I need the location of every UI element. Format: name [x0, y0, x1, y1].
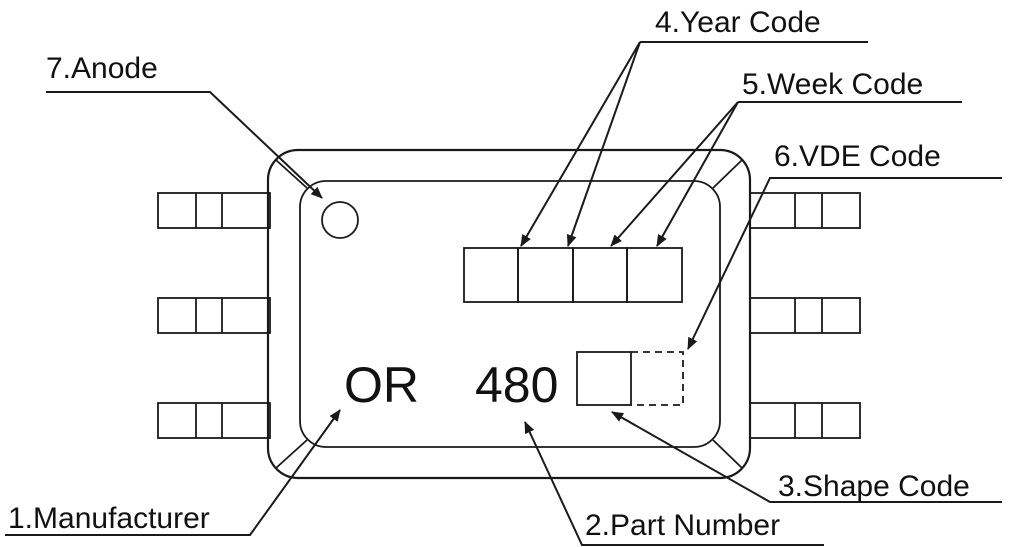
vde-code-box [631, 351, 684, 406]
lead [157, 192, 271, 229]
part-number-marking: 480 [475, 357, 558, 413]
manufacturer-label: 1.Manufacturer [8, 502, 210, 535]
manufacturer-marking: OR [344, 357, 419, 413]
anode-label: 7.Anode [46, 52, 158, 85]
part-number-leader [524, 421, 824, 546]
manufacturer-leader [5, 409, 341, 536]
week-code-arrow-2 [656, 101, 739, 247]
shape-code-box [576, 351, 632, 406]
week-code-box-1 [572, 247, 628, 303]
vde-code-leader [687, 177, 1002, 350]
anode-dot [321, 201, 359, 239]
lead [749, 297, 861, 334]
left-leads [157, 192, 271, 439]
year-code-box-2 [517, 247, 574, 303]
year-code-arrow-2 [566, 41, 641, 247]
package-body [266, 148, 752, 480]
shape-code-leader [611, 411, 1002, 503]
package-outline [266, 148, 752, 480]
year-code-arrow-1 [520, 41, 641, 247]
lead [749, 192, 861, 229]
week-code-arrow-1 [610, 101, 739, 247]
right-leads [749, 192, 861, 439]
week-code-label: 5.Week Code [742, 68, 923, 101]
lead [749, 402, 861, 439]
lead [157, 402, 271, 439]
shape-code-label: 3.Shape Code [778, 470, 970, 503]
lead [157, 297, 271, 334]
date-code-boxes [463, 247, 683, 303]
vde-code-label: 6.VDE Code [774, 140, 941, 173]
year-code-box-1 [463, 247, 519, 303]
year-code-label: 4.Year Code [655, 6, 821, 39]
part-number-label: 2.Part Number [585, 509, 780, 542]
package-top-surface [299, 180, 721, 448]
anode-leader [46, 91, 323, 199]
week-code-box-2 [626, 247, 683, 303]
